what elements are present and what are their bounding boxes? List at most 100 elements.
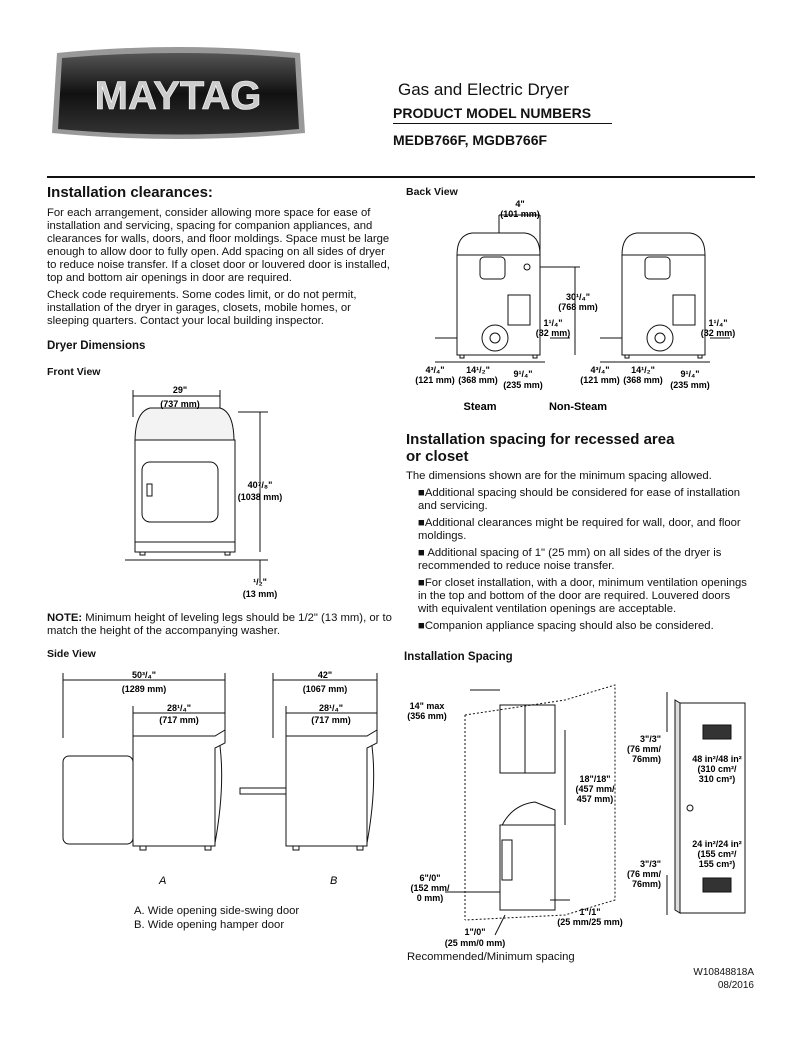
note-label: NOTE: [47, 612, 83, 624]
back-b5: 14¹/₂" [631, 365, 655, 375]
clearances-heading: Installation clearances: [47, 184, 213, 201]
document-footer: W10848818A 08/2016 [650, 966, 754, 992]
maytag-logo: MAYTAG [47, 45, 310, 145]
back-vent-height-mm: (768 mm) [558, 302, 598, 312]
side-b-total: 42" [318, 670, 332, 680]
doc-title: Gas and Electric Dryer [398, 80, 569, 99]
recessed-heading-line1: Installation spacing for recessed area [406, 431, 675, 448]
spacing-side-mm2: 0 mm) [417, 893, 444, 903]
back-b3: 9¹/₄" [513, 369, 532, 379]
back-b6: 9¹/₄" [680, 369, 699, 379]
spacing-front: 1"/0" [464, 927, 485, 937]
steam-label: Steam [463, 401, 496, 413]
back-b2: 14¹/₂" [466, 365, 490, 375]
door-top-mm1: (76 mm/ [627, 744, 662, 754]
list-item: ■For closet installation, with a door, m… [418, 577, 747, 615]
vent-bottom-mm2: 155 cm²) [699, 859, 736, 869]
note-paragraph: NOTE: Minimum height of leveling legs sh… [47, 612, 392, 638]
clearances-paragraph-2: Check code requirements. Some codes limi… [47, 289, 357, 327]
front-legs: ¹/₂" [253, 577, 267, 587]
legend-a: A. Wide opening side-swing door [134, 905, 300, 917]
front-legs-mm: (13 mm) [243, 589, 278, 599]
back-b2-mm: (368 mm) [458, 375, 498, 385]
back-vent-height: 30¹/₄" [566, 292, 590, 302]
side-a-total: 50³/₄" [132, 670, 156, 680]
side-b-depth-mm: (717 mm) [311, 715, 351, 725]
door-top-mm2: 76mm) [632, 754, 661, 764]
doc-subtitle: PRODUCT MODEL NUMBERS [393, 105, 612, 124]
door-bottom: 3"/3" [640, 859, 661, 869]
non-steam-label: Non-Steam [549, 401, 607, 413]
front-width-mm: (737 mm) [160, 399, 200, 409]
side-label-b: B [330, 875, 337, 887]
side-b-total-mm: (1067 mm) [303, 684, 348, 694]
back-view-drawing: 4" (101 mm) 30¹/₄" (768 mm) 1¹/₄" (32 mm… [415, 199, 736, 413]
front-view-label: Front View [47, 366, 101, 378]
list-item: ■Additional clearances might be required… [418, 517, 741, 542]
list-item: ■Companion appliance spacing should also… [418, 620, 714, 632]
back-b1-mm: (121 mm) [415, 375, 455, 385]
vent-bottom: 24 in²/24 in² [692, 839, 742, 849]
list-item: ■Additional spacing should be considered… [418, 487, 741, 512]
dryer-dimensions-heading: Dryer Dimensions [47, 340, 146, 352]
note-text: Minimum height of leveling legs should b… [47, 612, 392, 637]
back-side-mm: (32 mm) [536, 328, 571, 338]
spacing-caption: Recommended/Minimum spacing [407, 951, 575, 963]
back-b4-mm: (121 mm) [580, 375, 620, 385]
recessed-bullets: ■Additional spacing should be considered… [406, 487, 751, 633]
spacing-right: 1"/1" [579, 907, 600, 917]
vent-top-mm1: (310 cm²/ [697, 764, 737, 774]
front-width: 29" [173, 385, 187, 395]
document-date: 08/2016 [717, 980, 754, 991]
header-rule [47, 176, 755, 178]
back-b1: 4³/₄" [425, 365, 444, 375]
side-a-depth: 28¹/₄" [167, 703, 191, 713]
back-side-right-mm: (32 mm) [701, 328, 736, 338]
back-b3-mm: (235 mm) [503, 380, 543, 390]
back-side: 1¹/₄" [543, 318, 562, 328]
spacing-front-mm: (25 mm/0 mm) [445, 938, 506, 948]
recessed-heading-line2: or closet [406, 448, 469, 465]
back-side-right: 1¹/₄" [708, 318, 727, 328]
side-view-legend: A. Wide opening side-swing door B. Wide … [134, 904, 299, 932]
spacing-cabinet: 18"/18" [579, 774, 610, 784]
side-label-a: A [158, 875, 166, 887]
front-height: 40⁷/₈" [248, 480, 273, 490]
list-item: ■ Additional spacing of 1" (25 mm) on al… [418, 547, 722, 572]
logo-text: MAYTAG [95, 74, 262, 118]
vent-top-mm2: 310 cm²) [699, 774, 736, 784]
clearances-paragraph-1: For each arrangement, consider allowing … [47, 207, 390, 284]
recessed-section: Installation spacing for recessed area o… [406, 431, 751, 637]
spacing-side-mm1: (152 mm/ [410, 883, 450, 893]
back-view-label: Back View [406, 186, 458, 198]
model-numbers: MEDB766F, MGDB766F [393, 132, 548, 148]
spacing-cabinet-mm2: 457 mm) [577, 794, 614, 804]
back-b5-mm: (368 mm) [623, 375, 663, 385]
spacing-cabinet-mm1: (457 mm/ [575, 784, 615, 794]
front-height-mm: (1038 mm) [238, 492, 283, 502]
document-code: W10848818A [693, 967, 754, 978]
back-top-mm: (101 mm) [500, 209, 540, 219]
recessed-intro: The dimensions shown are for the minimum… [406, 470, 712, 482]
side-view-label: Side View [47, 648, 96, 660]
door-bottom-mm2: 76mm) [632, 879, 661, 889]
spacing-top-max: 14" max [410, 701, 445, 711]
side-view-drawing: 50³/₄" (1289 mm) 28¹/₄" (717 mm) 42" (10… [62, 670, 378, 887]
door-bottom-mm1: (76 mm/ [627, 869, 662, 879]
installation-spacing-label: Installation Spacing [404, 651, 513, 663]
spacing-side: 6"/0" [419, 873, 440, 883]
door-top: 3"/3" [640, 734, 661, 744]
back-b6-mm: (235 mm) [670, 380, 710, 390]
installation-spacing-drawing: 14" max (356 mm) 18"/18" (457 mm/ 457 mm… [407, 684, 746, 948]
vent-bottom-mm1: (155 cm²/ [697, 849, 737, 859]
clearances-section: Installation clearances: For each arrang… [47, 184, 392, 328]
spacing-top-max-mm: (356 mm) [407, 711, 447, 721]
spacing-right-mm: (25 mm/25 mm) [557, 917, 623, 927]
side-a-total-mm: (1289 mm) [122, 684, 167, 694]
back-b4: 4³/₄" [590, 365, 609, 375]
vent-top: 48 in²/48 in² [692, 754, 742, 764]
legend-b: B. Wide opening hamper door [134, 919, 285, 931]
side-b-depth: 28¹/₄" [319, 703, 343, 713]
back-top: 4" [515, 199, 524, 209]
side-a-depth-mm: (717 mm) [159, 715, 199, 725]
